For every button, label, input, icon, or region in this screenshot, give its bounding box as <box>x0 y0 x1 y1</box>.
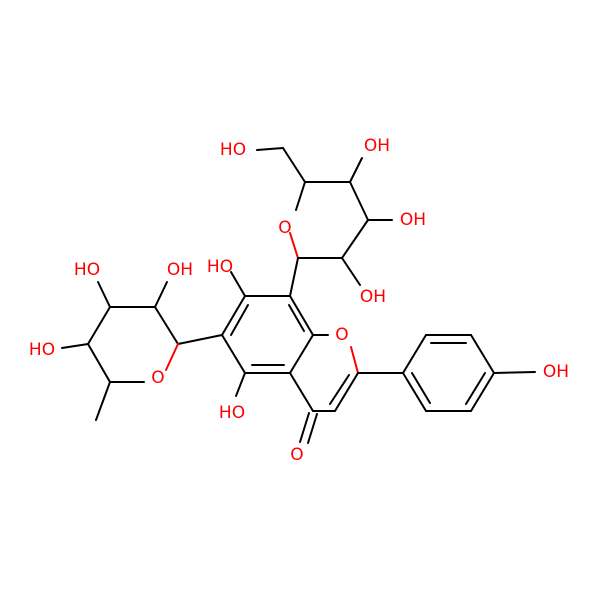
ring-oxygen-label: O <box>278 218 291 238</box>
ring-oxygen-label: O <box>151 368 164 388</box>
hydroxyl-label: HO <box>207 257 233 277</box>
phenol-hydroxyl-label: OH <box>543 362 569 382</box>
hydroxymethyl-label: HO <box>220 140 246 160</box>
chromone-oxygen-label: O <box>335 325 348 345</box>
hydroxyl-label: OH <box>364 136 390 156</box>
hydroxyl-label: HO <box>74 260 100 280</box>
hydroxyl-label: OH <box>360 287 386 307</box>
hydroxyl-label: OH <box>400 210 426 230</box>
ketone-oxygen-label: O <box>290 445 303 465</box>
hydroxyl-label: HO <box>29 340 55 360</box>
atom-labels: O O O O HO OH OH OH HO OH HO HO HO OH <box>29 136 569 465</box>
hydroxyl-label: HO <box>219 403 245 423</box>
bond-lines <box>61 147 536 444</box>
hydroxyl-label: OH <box>167 260 193 280</box>
